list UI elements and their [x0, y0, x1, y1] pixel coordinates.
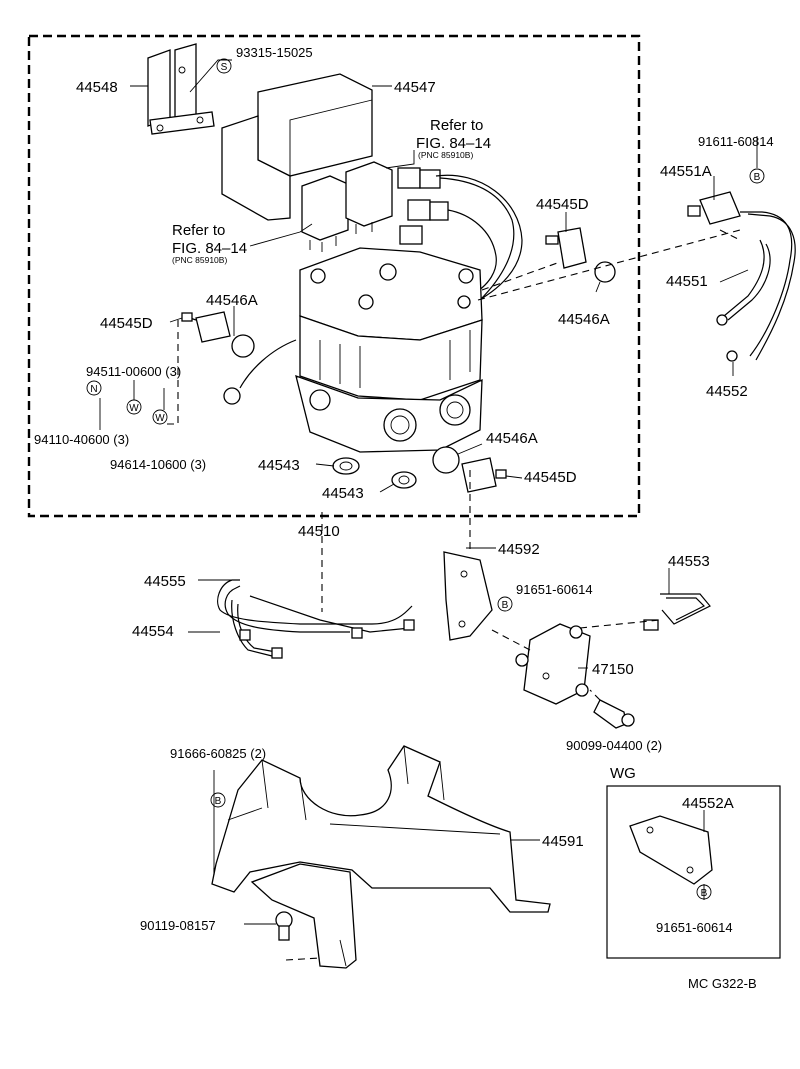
symbol-s-93315: S: [216, 58, 232, 74]
label-refer-2-line2: FIG. 84–14: [172, 240, 247, 257]
symbol-b-text-3: B: [215, 796, 222, 807]
label-refer-1-pnc: (PNC 85910B): [418, 150, 473, 160]
label-91651-60614-b: 91651-60614: [656, 920, 733, 935]
symbol-b-text-2: B: [502, 600, 509, 611]
symbol-b-91651-a: B: [497, 596, 513, 612]
label-44551: 44551: [666, 273, 708, 290]
label-44543-a: 44543: [258, 457, 300, 474]
label-94614-10600: 94614-10600 (3): [110, 457, 206, 472]
bolt-90099: [593, 699, 635, 729]
label-refer-1-line2: FIG. 84–14: [416, 135, 491, 152]
label-44552A: 44552A: [682, 795, 734, 812]
label-44543-b: 44543: [322, 485, 364, 502]
label-44510: 44510: [298, 523, 340, 540]
leader-lines: [99, 59, 758, 925]
label-90119-08157: 90119-08157: [140, 918, 216, 933]
label-44547: 44547: [394, 79, 436, 96]
label-94511-00600: 94511-00600 (3): [86, 364, 181, 379]
label-44551A: 44551A: [660, 163, 712, 180]
label-90099-04400: 90099-04400 (2): [566, 738, 662, 753]
symbol-b-text-1: B: [754, 172, 761, 183]
label-44555: 44555: [144, 573, 186, 590]
wire-harness: [397, 167, 523, 306]
label-refer-2-line1: Refer to: [172, 222, 225, 239]
symbol-w-text-1: W: [129, 403, 139, 414]
symbol-w-94511: W: [126, 399, 142, 415]
label-93315-15025: 93315-15025: [236, 45, 313, 60]
bracket-44591: [211, 745, 551, 969]
bracket-44548: [147, 43, 215, 135]
label-refer-2-pnc: (PNC 85910B): [172, 255, 227, 265]
symbol-b-91666: B: [210, 792, 226, 808]
label-wg: WG: [610, 765, 636, 782]
sensor-44551A: [687, 191, 796, 362]
label-44545D-right: 44545D: [536, 196, 589, 213]
assembly-boundary: [27, 34, 641, 518]
label-44546A-left: 44546A: [206, 292, 258, 309]
label-44548: 44548: [76, 79, 118, 96]
label-91651-60614-a: 91651-60614: [516, 582, 593, 597]
tube-44553: [643, 593, 711, 631]
label-44546A-bottom: 44546A: [486, 430, 538, 447]
dashed-leaders: [164, 229, 741, 961]
pipes-44554-44555: [217, 579, 415, 659]
valve-47150: [515, 623, 591, 705]
label-44546A-right: 44546A: [558, 311, 610, 328]
grommets-44543: [332, 457, 417, 489]
valve-left: [181, 311, 255, 358]
figure-code: MC G322-B: [688, 976, 757, 991]
label-44545D-left: 44545D: [100, 315, 153, 332]
label-44591: 44591: [542, 833, 584, 850]
label-44554: 44554: [132, 623, 174, 640]
symbol-s-text: S: [221, 62, 228, 73]
relays: [301, 161, 393, 252]
label-44592: 44592: [498, 541, 540, 558]
label-44553: 44553: [668, 553, 710, 570]
symbol-n-94110: N: [86, 380, 102, 396]
cover-44547: [221, 73, 373, 221]
wg-inset: [606, 785, 781, 959]
label-91611-60814: 91611-60814: [698, 134, 774, 149]
label-47150: 47150: [592, 661, 634, 678]
label-refer-1-line1: Refer to: [430, 117, 483, 134]
label-44545D-bottom: 44545D: [524, 469, 577, 486]
symbol-n-text: N: [90, 384, 97, 395]
label-44552: 44552: [706, 383, 748, 400]
symbol-w-94614: W: [152, 409, 168, 425]
bracket-44592: [443, 551, 493, 641]
label-94110-40600: 94110-40600 (3): [34, 432, 129, 447]
bolt-90119: [275, 911, 293, 941]
symbol-b-91611: B: [749, 168, 765, 184]
actuator-44510: [223, 247, 483, 453]
symbol-b-91651-b: B: [696, 884, 712, 900]
symbol-w-text-2: W: [155, 413, 165, 424]
label-91666-60825: 91666-60825 (2): [170, 746, 266, 761]
symbol-b-text-4: B: [701, 888, 708, 899]
valve-right: [545, 227, 616, 283]
